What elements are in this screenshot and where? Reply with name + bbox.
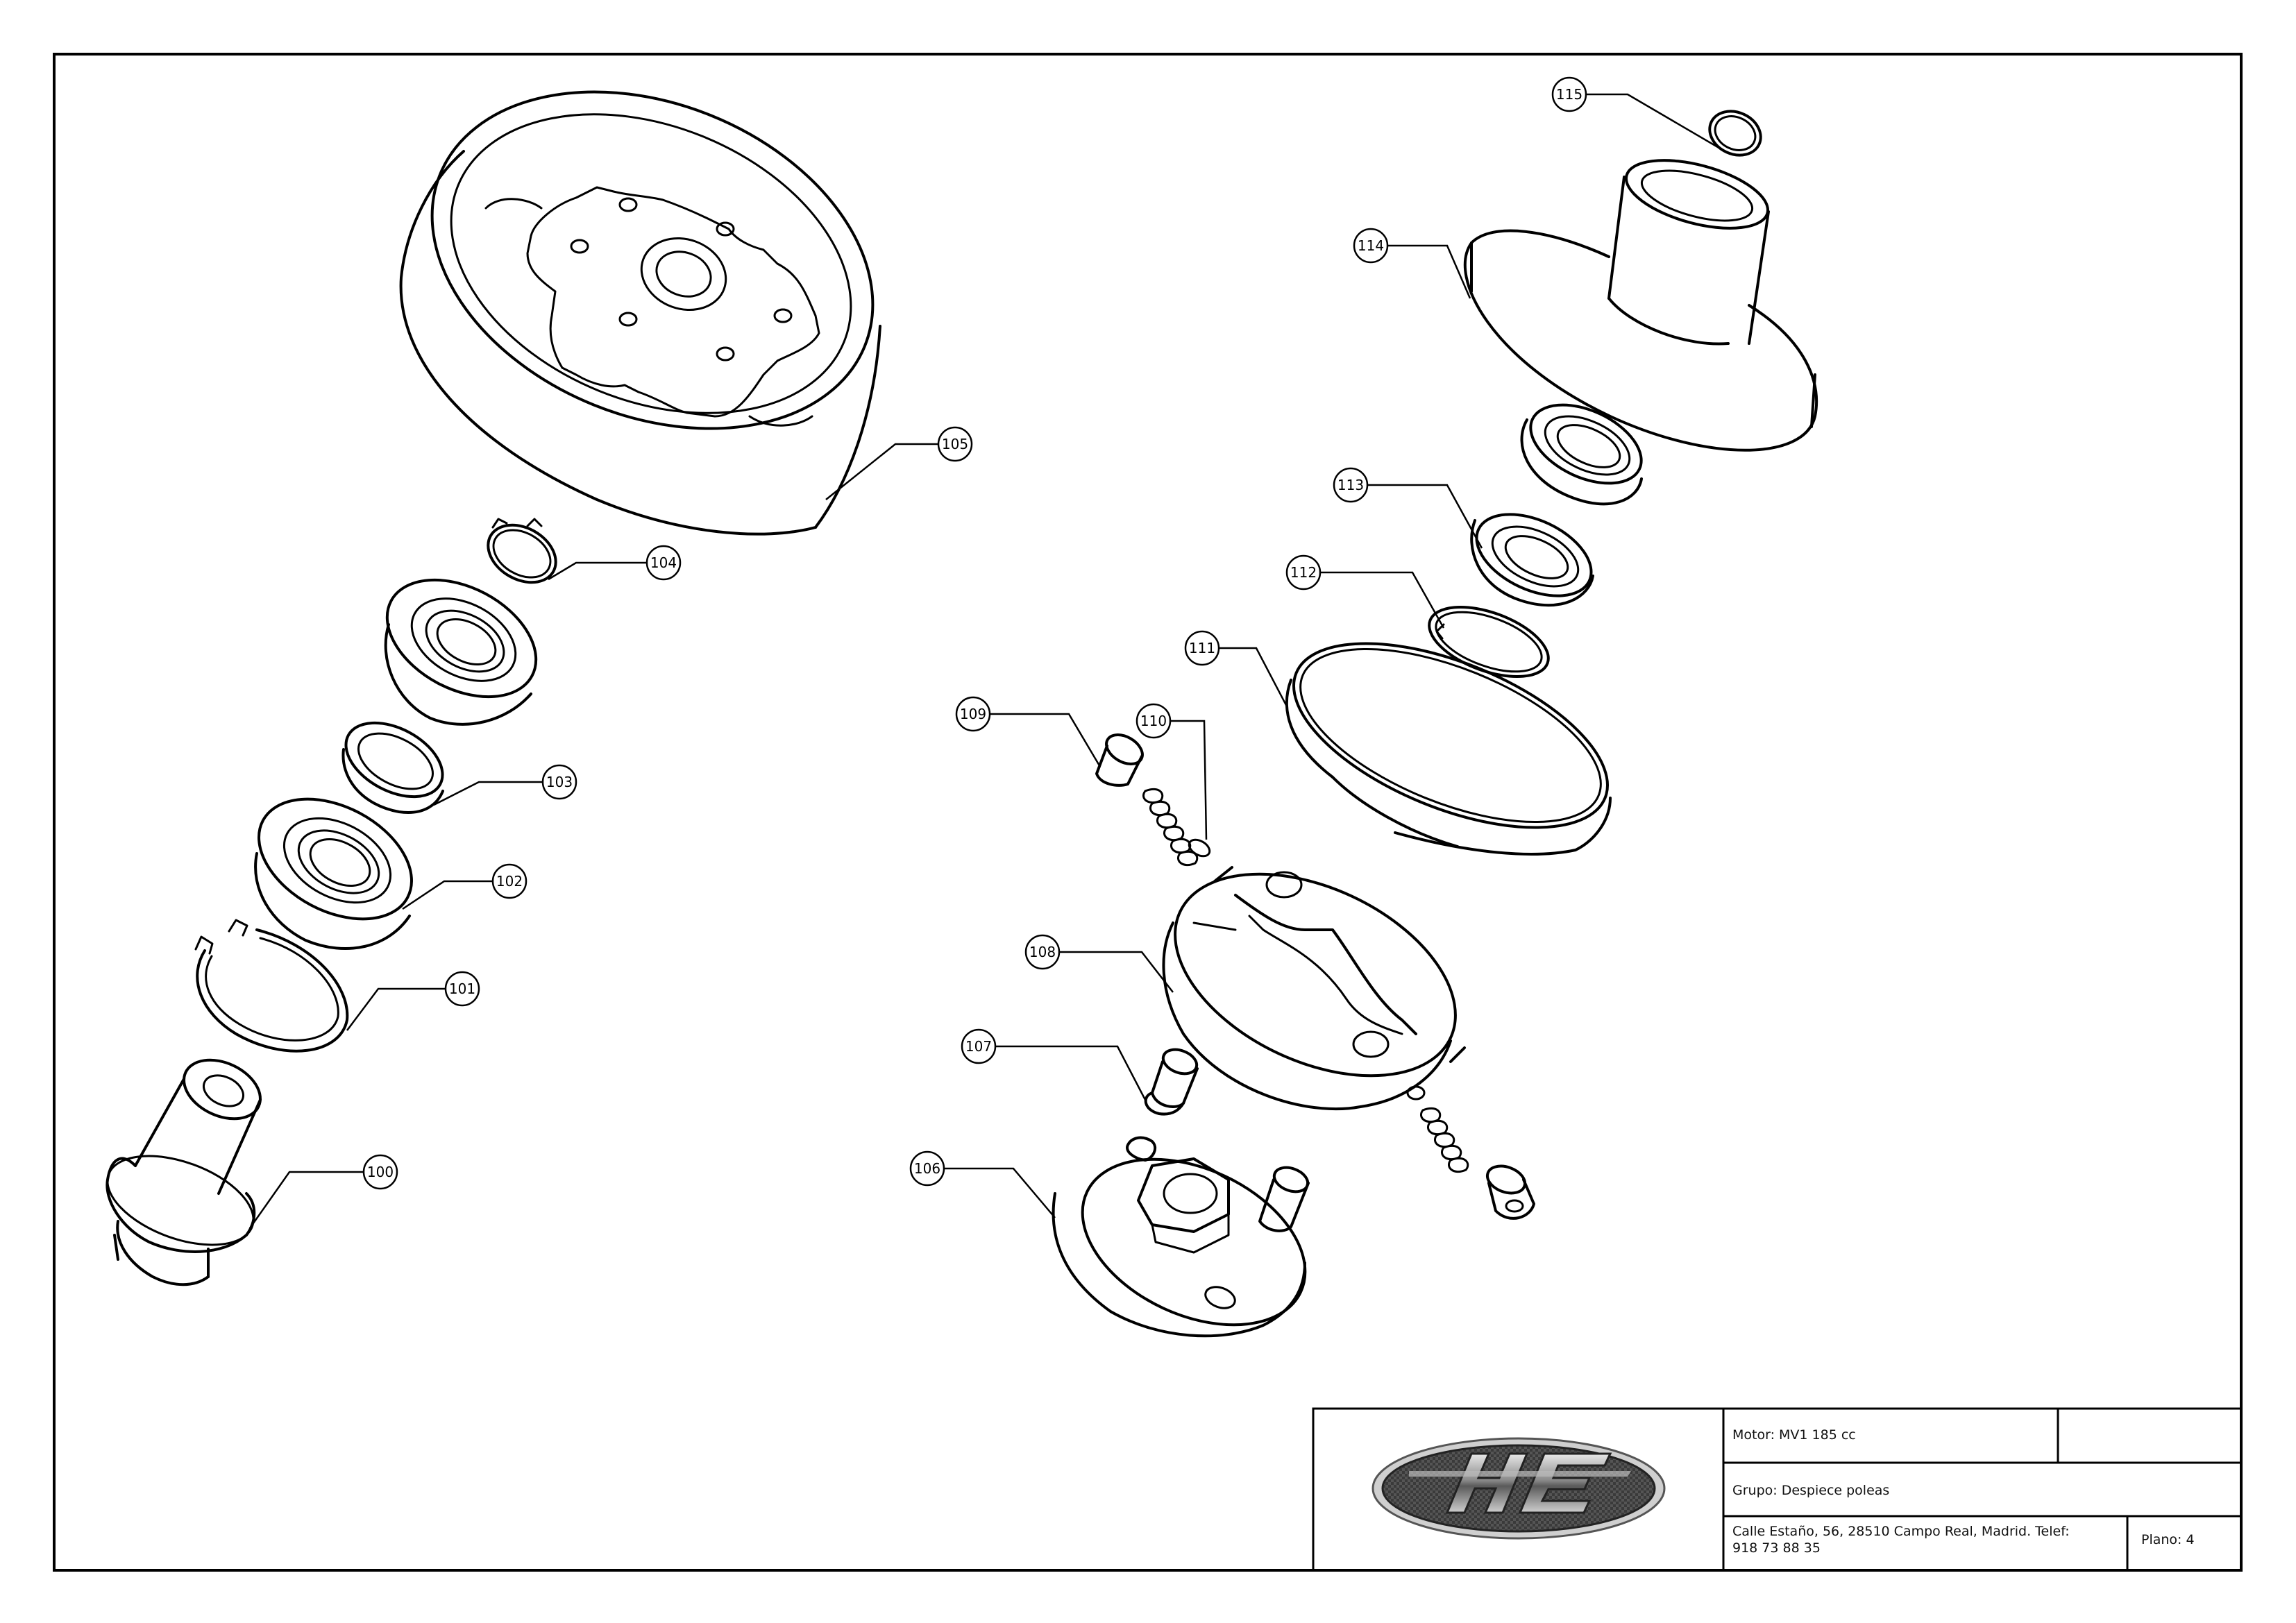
svg-text:100: 100	[367, 1164, 394, 1180]
part-109-insert	[1095, 733, 1144, 787]
part-104-circlip	[487, 518, 557, 584]
svg-text:113: 113	[1337, 477, 1364, 493]
address-line-2: 918 73 88 35	[1732, 1540, 1821, 1556]
leader-114	[1387, 244, 1471, 299]
svg-text:104: 104	[650, 554, 677, 571]
leader-102	[402, 880, 493, 910]
part-112-circlip	[1428, 605, 1550, 679]
part-107-pin	[1144, 1048, 1199, 1116]
callout-100: 100	[362, 1154, 398, 1190]
leader-115	[1586, 93, 1722, 151]
svg-text:108: 108	[1029, 944, 1056, 960]
callout-103: 103	[541, 764, 577, 800]
insert-lower	[1485, 1164, 1535, 1220]
svg-text:111: 111	[1189, 640, 1215, 656]
svg-text:114: 114	[1358, 237, 1384, 254]
svg-text:102: 102	[496, 873, 523, 890]
svg-text:115: 115	[1556, 86, 1582, 103]
part-115-circlip	[1708, 110, 1762, 157]
svg-text:103: 103	[546, 774, 573, 790]
leader-105	[825, 443, 938, 500]
drawing-border	[53, 53, 2243, 1572]
bearing-right-upper	[1520, 403, 1643, 506]
left-assembly	[105, 90, 881, 1286]
svg-text:105: 105	[942, 436, 968, 452]
leader-109	[990, 713, 1101, 767]
part-113-bearing	[1470, 513, 1594, 607]
leader-lines	[248, 93, 1722, 1229]
leader-107	[995, 1045, 1147, 1101]
callout-107: 107	[961, 1028, 997, 1064]
callout-104: 104	[645, 545, 682, 581]
leader-112	[1320, 571, 1445, 629]
leader-103	[433, 781, 543, 806]
part-111-band-ring	[1285, 642, 1612, 856]
svg-text:101: 101	[449, 980, 475, 997]
callout-106: 106	[909, 1150, 945, 1187]
leader-108	[1059, 951, 1174, 993]
callout-101: 101	[444, 971, 480, 1007]
part-106-flange-plate	[1052, 1136, 1310, 1338]
part-110-spring	[1142, 788, 1211, 867]
part-100-crank-hub	[105, 1058, 262, 1286]
callout-111: 111	[1184, 630, 1220, 666]
callout-105: 105	[937, 426, 973, 462]
svg-text:110: 110	[1140, 713, 1167, 729]
callout-109: 109	[955, 696, 991, 732]
right-assembly	[1052, 110, 1818, 1338]
leader-111	[1219, 647, 1289, 708]
part-103-spacer	[341, 721, 444, 814]
title-block-address: Calle Estaño, 56, 28510 Campo Real, Madr…	[1732, 1523, 2070, 1556]
svg-text:106: 106	[914, 1160, 940, 1177]
callout-110: 110	[1136, 703, 1172, 739]
title-block-plano: Plano: 4	[2141, 1532, 2195, 1547]
leader-104	[548, 561, 647, 581]
part-101-snap-ring	[194, 919, 349, 1053]
leader-101	[346, 987, 446, 1031]
svg-text:109: 109	[960, 706, 986, 722]
leader-110	[1170, 720, 1208, 840]
callout-113: 113	[1333, 467, 1369, 503]
spring-lower	[1420, 1107, 1469, 1173]
bearing-upper	[384, 578, 538, 726]
svg-text:107: 107	[965, 1038, 992, 1055]
part-102-bearing	[254, 797, 413, 950]
callout-bubbles: 100 101 102 103 104 105 106 107 108 109 …	[362, 76, 1587, 1190]
leader-106	[944, 1167, 1056, 1218]
callout-115: 115	[1551, 76, 1587, 112]
part-108-clutch-shoe	[1162, 866, 1466, 1110]
part-105-clutch-drum	[399, 90, 881, 536]
leader-113	[1367, 484, 1483, 549]
part-114-pulley	[1464, 159, 1818, 452]
title-block	[1312, 1407, 2243, 1572]
title-block-grupo: Grupo: Despiece poleas	[1732, 1483, 1890, 1498]
callout-114: 114	[1353, 228, 1389, 264]
callout-102: 102	[491, 863, 527, 899]
company-logo	[1371, 1437, 1666, 1540]
address-line-1: Calle Estaño, 56, 28510 Campo Real, Madr…	[1732, 1524, 2070, 1539]
callout-108: 108	[1024, 934, 1061, 970]
leader-100	[248, 1171, 364, 1229]
svg-text:112: 112	[1290, 564, 1317, 581]
callout-112: 112	[1285, 554, 1322, 590]
title-block-motor: Motor: MV1 185 cc	[1732, 1427, 1856, 1443]
